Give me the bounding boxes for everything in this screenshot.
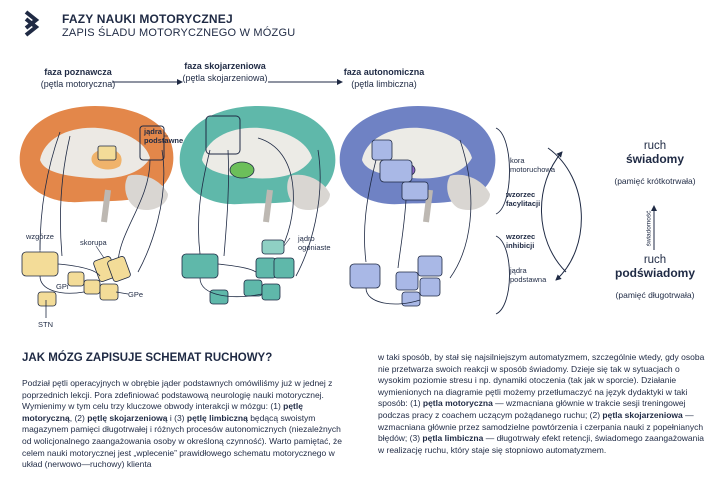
short-term-memory: (pamięć krótkotrwała): [614, 176, 696, 186]
label-gpe: GPe: [128, 290, 144, 299]
article-left-column: Podział pętli operacyjnych w obrębie jąd…: [22, 378, 343, 470]
page-title: FAZY NAUKI MOTORYCZNEJ: [62, 12, 233, 26]
phase-cognitive: faza poznawcza(pętla motoryczna): [40, 67, 116, 89]
article-heading: JAK MÓZG ZAPISUJE SCHEMAT RUCHOWY?: [22, 352, 273, 364]
label-wzorzec-facylitacji: wzorzec facylitacji: [506, 190, 541, 208]
brain-autonomous: [339, 106, 496, 307]
phase-autonomous: faza autonomiczna(pętla limbiczna): [343, 67, 425, 89]
label-gpi: GPi: [56, 282, 69, 291]
label-jadra-podstawna: jądra podstawna: [510, 266, 547, 284]
label-skorupa: skorupa: [80, 238, 107, 247]
label-wzorzec-inhibicji: wzorzec inhibicji: [506, 232, 536, 250]
phase-associative: faza skojarzeniowa(pętla skojarzeniowa): [182, 61, 268, 83]
cycle-arrow-up: [541, 151, 567, 273]
label-wzgorze: wzgórze: [26, 232, 54, 241]
label-jadra-podstawne: jądra podstawne: [144, 127, 184, 145]
brain-associative: [179, 106, 336, 305]
awareness-label: świadomość: [645, 210, 653, 247]
motor-learning-diagram: [19, 79, 657, 318]
label-jadro-ogoniaste: jądro ogoniaste: [298, 234, 331, 252]
cycle-arrow-down: [547, 147, 582, 281]
article-right-column: w taki sposób, by stał się najsilniejszy…: [378, 352, 705, 455]
label-kora-ruchowa: kora motoruchowa: [510, 156, 556, 174]
page-subtitle: ZAPIS ŚLADU MOTORYCZNEGO W MÓZGU: [62, 27, 296, 39]
long-term-memory: (pamięć długotrwała): [615, 290, 695, 300]
brain-cognitive: [19, 106, 174, 318]
brand-logo-icon: [24, 10, 40, 37]
label-stn: STN: [38, 320, 53, 329]
